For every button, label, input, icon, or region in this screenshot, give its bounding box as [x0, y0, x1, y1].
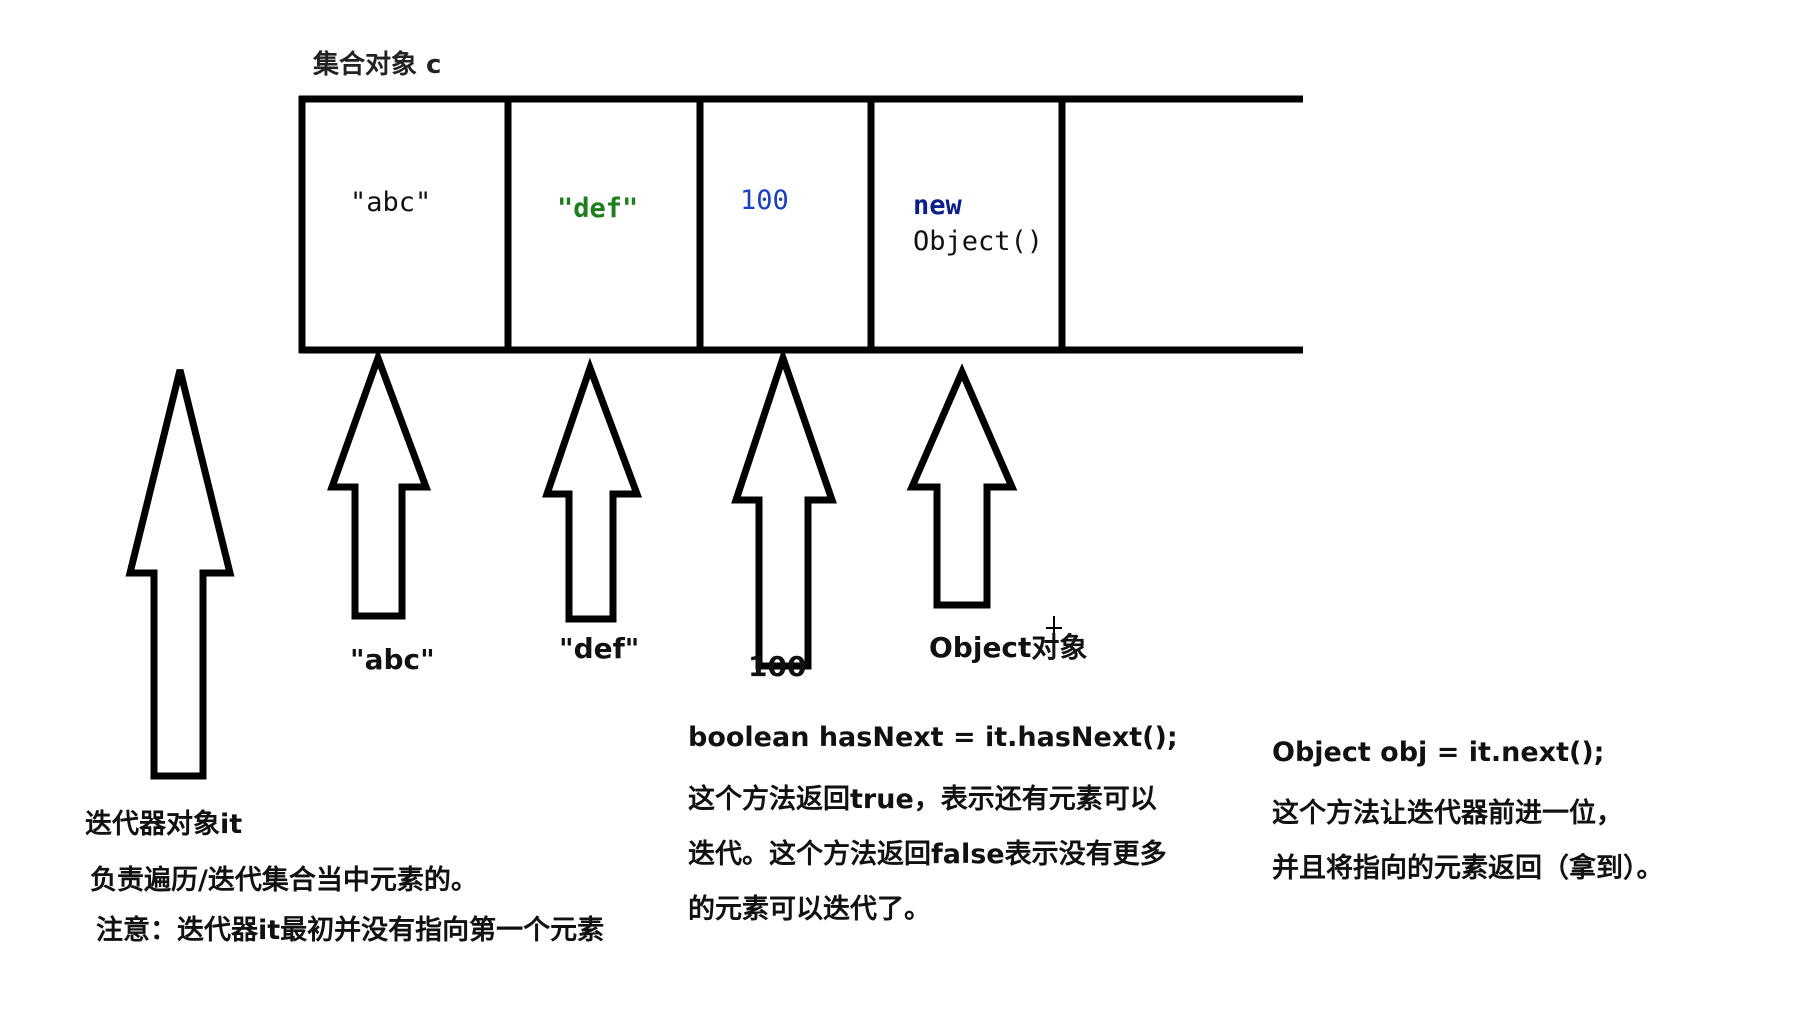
- cell-new-keyword: new: [913, 190, 962, 221]
- iterator-start-arrow: [125, 369, 235, 780]
- collection-title: 集合对象 c: [313, 50, 442, 80]
- has-next-text-3: 的元素可以迭代了。: [688, 894, 931, 925]
- element-label-object: Object对象: [929, 631, 1088, 664]
- cell-100-value: 100: [740, 185, 789, 216]
- has-next-text-1: 这个方法返回true，表示还有元素可以: [688, 784, 1157, 815]
- iterator-note: 注意：迭代器it最初并没有指向第一个元素: [96, 915, 605, 946]
- cell-object-value: Object(): [913, 226, 1044, 257]
- arrow-to-def: [542, 357, 643, 623]
- collection-box: [298, 95, 1303, 354]
- element-label-100: 100: [748, 650, 807, 683]
- has-next-code: boolean hasNext = it.hasNext();: [688, 722, 1178, 753]
- iterator-title: 迭代器对象it: [85, 809, 243, 840]
- next-text-1: 这个方法让迭代器前进一位，: [1272, 798, 1623, 829]
- element-label-def: "def": [559, 632, 640, 665]
- next-text-2: 并且将指向的元素返回（拿到）。: [1272, 853, 1664, 884]
- cell-abc-value: "abc": [350, 187, 432, 218]
- arrow-to-object: [906, 363, 1018, 609]
- cursor-icon: [1046, 616, 1062, 640]
- element-label-abc: "abc": [350, 643, 435, 676]
- iterator-description: 负责遍历/迭代集合当中元素的。: [90, 865, 478, 896]
- arrow-to-abc: [327, 347, 432, 620]
- cell-def-value: "def": [557, 193, 639, 224]
- next-code: Object obj = it.next();: [1272, 737, 1605, 768]
- has-next-text-2: 迭代。这个方法返回false表示没有更多: [688, 839, 1167, 870]
- arrow-to-100: [731, 347, 837, 670]
